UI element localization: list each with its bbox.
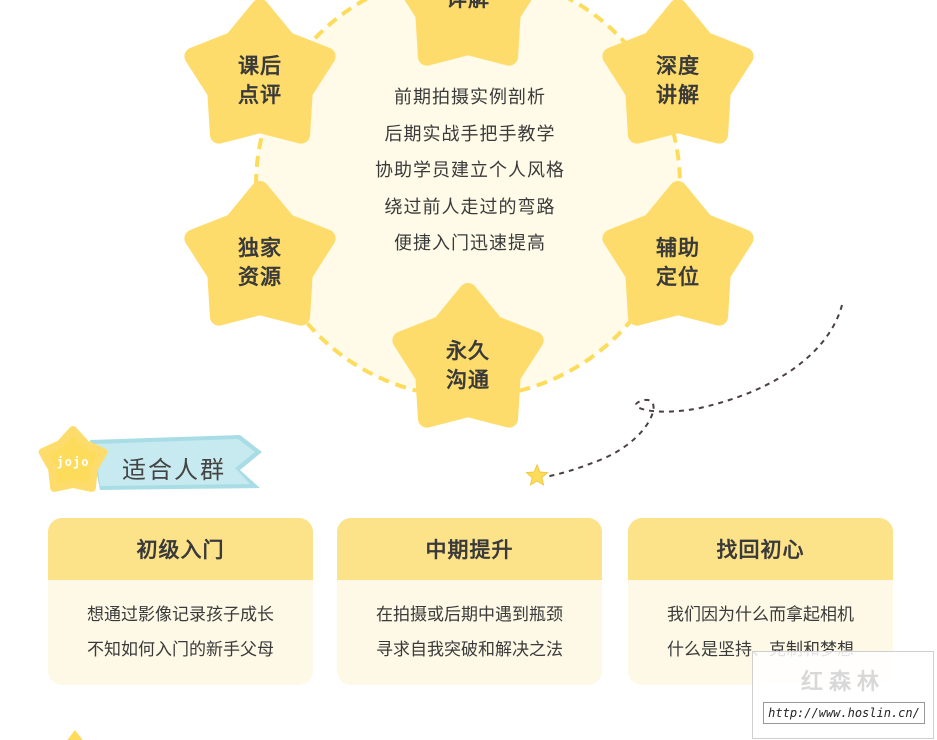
center-line: 便捷入门迅速提高 [394, 233, 546, 254]
card-line: 不知如何入门的新手父母 [87, 640, 274, 660]
star-label-deep-explain: 深度 讲解 [638, 52, 718, 110]
dashed-curve [544, 304, 843, 478]
star-label-text: 辅助 [656, 236, 700, 260]
audience-card-intermediate: 中期提升 在拍摄或后期中遇到瓶颈 寻求自我突破和解决之法 [337, 518, 602, 685]
card-line: 在拍摄或后期中遇到瓶颈 [376, 605, 563, 625]
center-line: 前期拍摄实例剖析 [394, 87, 546, 108]
small-star-icon [525, 463, 549, 486]
star-label-text: 详解 [428, 0, 508, 14]
audience-card-beginner: 初级入门 想通过影像记录孩子成长 不知如何入门的新手父母 [48, 518, 313, 685]
star-label-text: 定位 [656, 265, 700, 289]
card-title: 中期提升 [337, 518, 602, 580]
card-line: 想通过影像记录孩子成长 [87, 605, 274, 625]
star-label-positioning: 辅助 定位 [638, 234, 718, 292]
star-label-text: 资源 [238, 265, 282, 289]
star-shape-exclusive-icon [184, 181, 336, 326]
jojo-badge: jojo [56, 455, 90, 469]
center-line: 绕过前人走过的弯路 [384, 196, 556, 218]
section-title: 适合人群 [122, 456, 226, 484]
watermark: 红森林 http://www.hoslin.cn/ [752, 651, 934, 739]
center-line: 协助学员建立个人风格 [375, 160, 565, 181]
star-label-top: 详解 [428, 0, 508, 14]
star-shape-post-review-icon [184, 0, 336, 144]
star-label-text: 永久 [446, 339, 490, 363]
star-shape-forever-icon [392, 283, 544, 428]
watermark-name: 红森林 [800, 669, 885, 695]
card-title: 初级入门 [48, 518, 313, 580]
stars-group [184, 0, 754, 428]
watermark-url: http://www.hoslin.cn/ [763, 702, 925, 724]
center-line: 后期实战手把手教学 [384, 123, 556, 145]
star-shape-deep-explain-icon [602, 0, 754, 144]
center-description: 前期拍摄实例剖析 后期实战手把手教学 协助学员建立个人风格 绕过前人走过的弯路 … [335, 80, 605, 263]
star-label-text: 独家 [238, 236, 282, 260]
star-label-post-review: 课后 点评 [220, 52, 300, 110]
section-ribbon-inner [95, 439, 255, 486]
star-label-forever: 永久 沟通 [428, 337, 508, 395]
bottom-star-icon [67, 730, 83, 740]
card-body: 在拍摄或后期中遇到瓶颈 寻求自我突破和解决之法 [337, 580, 602, 668]
star-label-exclusive: 独家 资源 [220, 234, 300, 292]
star-label-text: 沟通 [446, 368, 490, 392]
card-title: 找回初心 [628, 518, 893, 580]
card-line: 寻求自我突破和解决之法 [376, 640, 563, 660]
star-label-text: 课后 [238, 54, 282, 78]
star-label-text: 讲解 [656, 83, 700, 107]
card-line: 我们因为什么而拿起相机 [667, 605, 854, 625]
star-label-text: 深度 [656, 54, 700, 78]
star-label-text: 点评 [238, 83, 282, 107]
card-body: 想通过影像记录孩子成长 不知如何入门的新手父母 [48, 580, 313, 668]
star-shape-top-icon [404, 0, 532, 66]
star-shape-positioning-icon [602, 181, 754, 326]
jojo-badge-star-icon [38, 426, 108, 492]
